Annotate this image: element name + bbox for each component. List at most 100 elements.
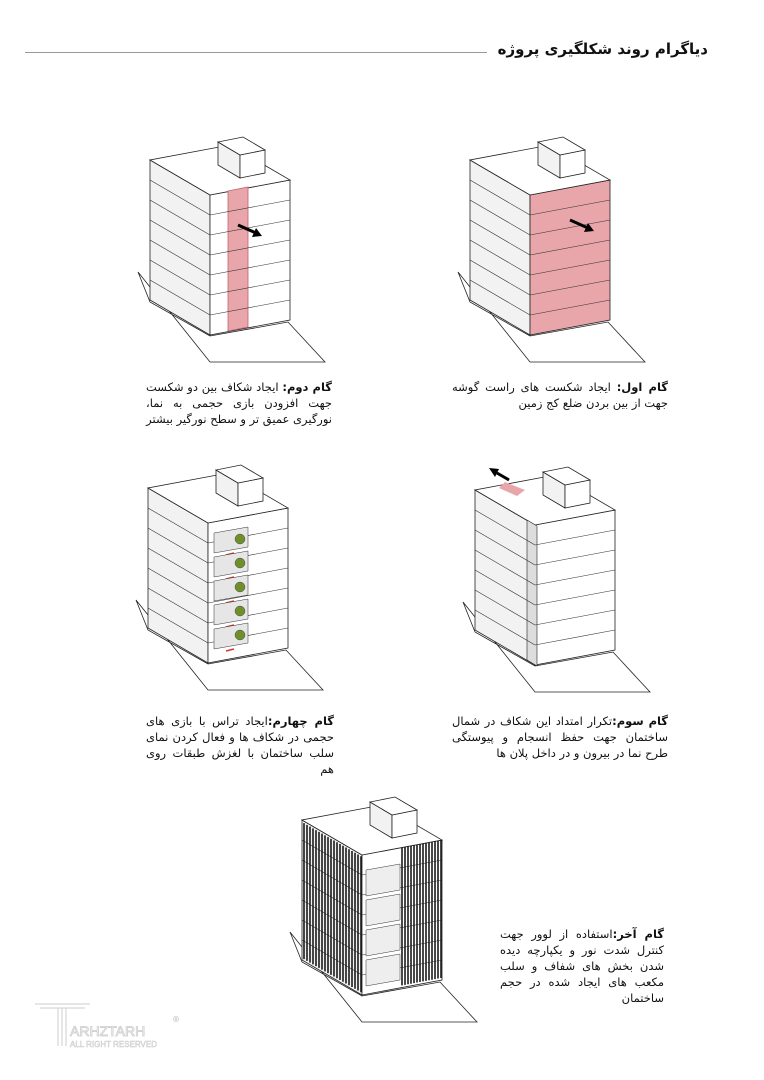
floor-line [149,219,211,256]
tree-icon [234,533,246,545]
watermark-sub: ALL RIGHT RESERVED [70,1040,157,1049]
step-text: ایجاد شکاف بین دو شکست جهت افزودن بازی ح… [146,380,332,426]
floor-line [529,299,611,316]
tree-icon [234,605,246,617]
floor-line [209,199,291,216]
floor-line [469,199,531,236]
floor-line [149,199,211,236]
terrace [213,622,249,650]
roof-cut [499,482,525,496]
floor-line [209,219,291,236]
ground-plot [137,271,326,363]
terrace [365,953,401,987]
diagram-step-2 [137,136,326,363]
floor-line [469,279,531,316]
floor-line [529,219,611,236]
floor-line [474,549,536,586]
right-facade [209,179,291,336]
rooftop-box-top [541,466,592,486]
floor-line [534,589,616,606]
floor-line [147,567,209,604]
floor-line [474,509,536,546]
step-text: استفاده از لوور جهت کنترل شدت نور و یکپا… [500,927,664,1005]
step-label: گام اول: [616,380,668,394]
tree-icon [234,581,246,593]
step-label: گام دوم: [282,380,332,394]
floor-line [147,547,209,584]
terrace [365,863,401,897]
diagram-step-4 [135,464,324,691]
step-label: گام آخر: [612,927,664,941]
floor-line [529,279,611,296]
ground-plot [462,601,651,693]
roof [148,144,292,196]
diagram-step-3 [462,466,651,693]
step-label: گام چهارم: [267,714,334,728]
ground-plot [289,931,478,1023]
rooftop-box-top [536,136,587,156]
floor-line [149,179,211,216]
floor-line [209,239,291,256]
floor-line [147,607,209,644]
floor-line [149,259,211,296]
diagram-step-1 [457,136,646,363]
ground-plot [457,271,646,363]
floor-line [469,259,531,296]
floor-line [147,587,209,624]
floor-line [209,259,291,276]
arrow-head-icon [252,228,262,237]
floor-line [474,609,536,646]
step-text: تکرار امتداد این شکاف در شمال ساختمان جه… [452,714,668,760]
floor-line [534,549,616,566]
floor-line [147,527,209,564]
floor-line [469,219,531,256]
floor-line [529,259,611,276]
watermark-brand: ARHZTARH [70,1023,145,1039]
floor-line [209,279,291,296]
floor-line [529,199,611,216]
floor-line [147,507,209,544]
roof [468,144,612,196]
tree-icon [234,629,246,641]
arrow-icon [496,471,510,482]
ground-plot [135,599,324,691]
floor-line [534,609,616,626]
page-title: دیاگرام روند شکلگیری پروژه [497,40,708,58]
arrow-icon [237,223,257,235]
watermark-logo: ARHZTARH ALL RIGHT RESERVED ® [35,1003,180,1049]
floor-line [529,239,611,256]
floor-line [209,299,291,316]
floor-line [149,239,211,276]
diagram-step-5 [289,796,478,1023]
floor-line [469,239,531,276]
floor-line [474,589,536,626]
facade-slot [227,186,249,332]
caption-step-5: گام آخر:استفاده از لوور جهت کنترل شدت نو… [500,926,664,1006]
right-facade [529,179,611,336]
floor-line [207,587,289,604]
terrace [365,923,401,957]
step-text: ایجاد شکست های راست گوشه جهت از بین بردن… [452,380,668,410]
floor-line [149,279,211,316]
watermark-registered: ® [172,1015,180,1024]
terrace [365,893,401,927]
terrace-marker [225,648,235,652]
floor-line [474,569,536,606]
right-facade [534,509,616,666]
arrow-head-icon [584,223,594,232]
tree-icon [234,557,246,569]
caption-step-1: گام اول: ایجاد شکست های راست گوشه جهت از… [452,379,668,411]
terrace [213,526,249,554]
step-label: گام سوم: [612,714,668,728]
roof [146,472,290,524]
arrow-head-icon [489,468,499,477]
terrace [213,574,249,602]
floor-line [469,179,531,216]
roof [300,804,444,856]
terrace [213,598,249,626]
step-text: ایجاد تراس با بازی های حجمی در شکاف ها و… [146,714,334,776]
arrow-icon [569,218,589,230]
title-rule [25,52,487,53]
caption-step-4: گام چهارم:ایجاد تراس با بازی های حجمی در… [146,713,334,777]
rooftop-box-top [216,136,267,156]
